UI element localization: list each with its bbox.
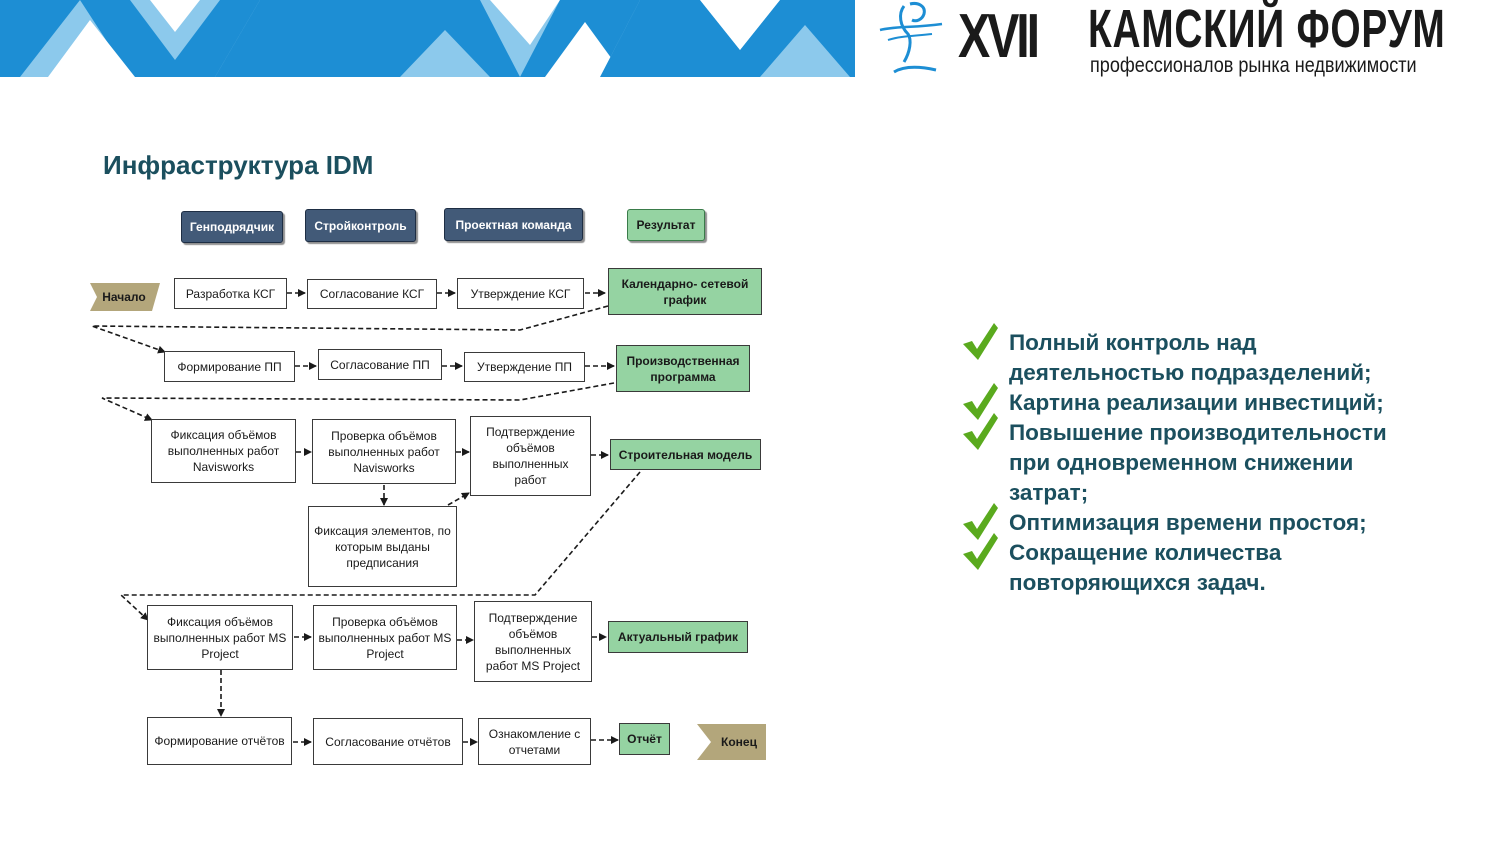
start-label: Начало [102,290,146,304]
result-network-schedule: Календарно- сетевой график [608,268,762,315]
checkmark-icon [963,323,998,360]
forum-number: XVII [958,2,1040,71]
legend-project-team: Проектная команда [444,208,583,241]
header-banner [0,0,855,77]
benefit-item: Сокращение количества повторяющихся зада… [960,533,1480,598]
benefit-item: Полный контроль над деятельностью подраз… [960,323,1480,388]
step-form-reports: Формирование отчётов [147,717,292,765]
step-confirm-volumes-ms-project: Подтверждение объёмов выполненных работ … [474,601,592,682]
legend-general-contractor: Генподрядчик [181,211,283,243]
step-agree-ksg: Согласование КСГ [307,279,437,309]
step-approve-ksg: Утверждение КСГ [457,278,584,309]
step-fix-volumes-ms-project: Фиксация объёмов выполненных работ MS Pr… [147,605,293,670]
step-develop-ksg: Разработка КСГ [174,278,287,309]
benefit-text: Оптимизация времени простоя; [1009,510,1367,535]
result-construction-model: Строительная модель [610,439,761,470]
checkmark-icon [963,383,998,420]
result-actual-schedule: Актуальный график [608,621,748,653]
end-label: Конец [721,735,757,749]
forum-logo-icon [879,2,943,74]
step-confirm-volumes: Подтверждение объёмов выполненных работ [470,416,591,496]
forum-title: КАМСКИЙ ФОРУМ [1088,0,1446,59]
page-title: Инфраструктура IDM [103,150,374,180]
benefit-item: Картина реализации инвестиций; [960,383,1480,420]
step-agree-reports: Согласование отчётов [313,718,463,765]
benefit-item: Повышение производительности при одновре… [960,413,1480,508]
benefit-text: Полный контроль над деятельностью подраз… [1009,330,1372,385]
result-production-program: Производственная программа [616,345,750,392]
benefit-text: Картина реализации инвестиций; [1009,390,1384,415]
step-check-volumes-navisworks: Проверка объёмов выполненных работ Navis… [312,419,456,484]
benefits-list: Полный контроль над деятельностью подраз… [960,323,1480,598]
step-check-volumes-ms-project: Проверка объёмов выполненных работ MS Pr… [313,605,457,670]
forum-subtitle: профессионалов рынка недвижимости [1090,54,1417,77]
benefit-item: Оптимизация времени простоя; [960,503,1480,540]
step-form-pp: Формирование ПП [164,351,295,382]
step-review-reports: Ознакомление с отчетами [478,718,591,765]
step-agree-pp: Согласование ПП [318,349,442,380]
result-report: Отчёт [619,723,670,755]
legend-result: Результат [627,209,705,241]
step-approve-pp: Утверждение ПП [464,352,585,382]
step-fix-elements-prescriptions: Фиксация элементов, по которым выданы пр… [308,506,457,587]
step-fix-volumes-navisworks: Фиксация объёмов выполненных работ Navis… [151,419,296,483]
benefit-text: Повышение производительности при одновре… [1009,420,1387,505]
legend-construction-control: Стройконтроль [305,209,416,242]
checkmark-icon [963,533,998,570]
checkmark-icon [963,503,998,540]
checkmark-icon [963,413,998,450]
benefit-text: Сокращение количества повторяющихся зада… [1009,540,1282,595]
